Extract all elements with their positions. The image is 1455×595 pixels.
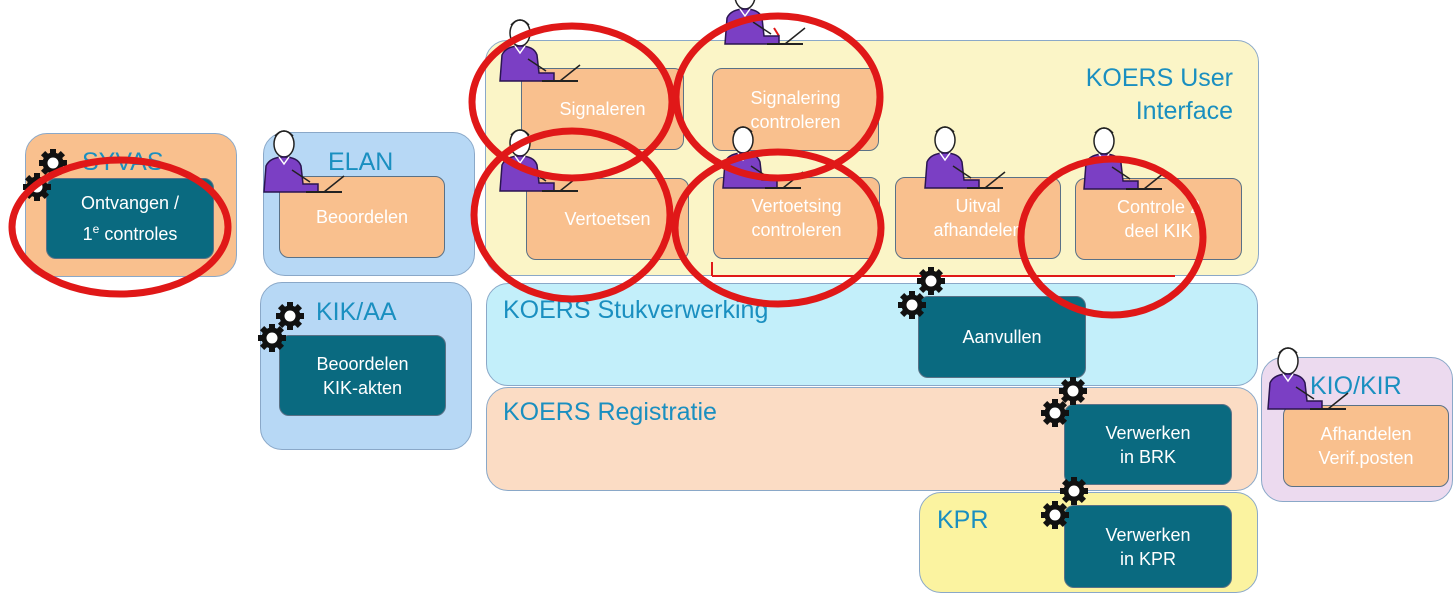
- task-signaleren[interactable]: Signaleren: [521, 68, 684, 150]
- task-vertoetsen[interactable]: Vertoetsen: [526, 178, 689, 260]
- task-vertoetsing-controleren[interactable]: Vertoetsing controleren: [713, 177, 880, 259]
- task-verwerken-in-kpr[interactable]: Verwerken in KPR: [1064, 505, 1232, 588]
- region-title-koers-stukverwerking: KOERS Stukverwerking: [503, 296, 769, 324]
- region-title-kik-aa: KIK/AA: [316, 298, 397, 326]
- task-signalering-controleren[interactable]: Signalering controleren: [712, 68, 879, 151]
- person-at-laptop-icon: [724, 0, 806, 45]
- region-title-kpr: KPR: [937, 506, 989, 534]
- region-title-elan: ELAN: [328, 148, 394, 176]
- task-beoordelen-kik-akten[interactable]: Beoordelen KIK-akten: [279, 335, 446, 416]
- region-title-koers-registratie: KOERS Registratie: [503, 398, 717, 426]
- task-ontvangen-line2: 1e controles: [82, 222, 178, 244]
- region-title-kio-kir: KIO/KIR: [1310, 372, 1402, 400]
- task-aanvullen[interactable]: Aanvullen: [918, 296, 1086, 378]
- task-uitval-afhandelen[interactable]: Uitval afhandelen: [895, 177, 1061, 259]
- task-controle-2-deel-kik[interactable]: Controle 2 deel KIK: [1075, 178, 1242, 260]
- region-title-syvas: SYVAS: [82, 148, 164, 176]
- task-ontvangen-1e-controles[interactable]: Ontvangen / 1e controles: [46, 178, 214, 259]
- task-beoordelen[interactable]: Beoordelen: [279, 176, 445, 258]
- task-verwerken-in-brk[interactable]: Verwerken in BRK: [1064, 404, 1232, 485]
- region-title-koers-user-interface: KOERS User Interface: [1085, 64, 1233, 125]
- task-afhandelen-verif-posten[interactable]: Afhandelen Verif.posten: [1283, 405, 1449, 487]
- task-ontvangen-line1: Ontvangen /: [80, 193, 180, 213]
